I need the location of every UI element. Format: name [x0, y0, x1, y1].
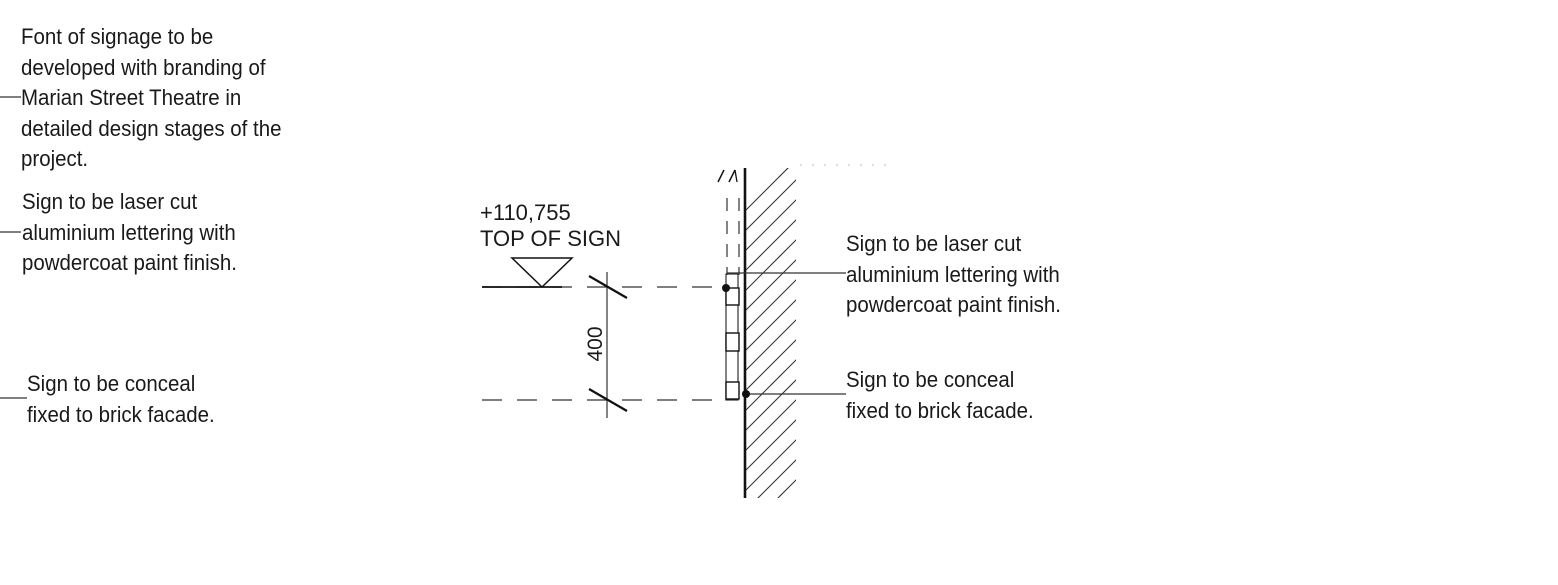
- note-line: Sign to be conceal: [846, 367, 1015, 392]
- note-line: Sign to be laser cut: [22, 189, 198, 214]
- level-elevation: +110,755: [480, 200, 571, 225]
- note-line: Font of signage to be: [21, 24, 214, 49]
- note-line: fixed to brick facade.: [27, 401, 215, 427]
- note-line: powdercoat paint finish.: [22, 250, 237, 275]
- note-line: Marian Street Theatre in: [21, 85, 242, 110]
- note-line: detailed design stages of the: [21, 115, 282, 141]
- level-triangle: [510, 257, 574, 289]
- note-laser-cut-right: Sign to be laser cut aluminium lettering…: [846, 229, 1061, 321]
- dimension-tick: [588, 388, 628, 412]
- note-line: project.: [21, 146, 89, 171]
- dimension-value: 400: [584, 326, 607, 362]
- leader-dot: [722, 284, 730, 292]
- leader-dot: [742, 390, 750, 398]
- break-mark: [717, 169, 725, 183]
- note-line: Sign to be conceal: [27, 371, 196, 396]
- note-line: aluminium lettering with: [846, 261, 1060, 287]
- note-line: Sign to be laser cut: [846, 231, 1022, 256]
- note-conceal-fixed-left: Sign to be conceal fixed to brick facade…: [27, 369, 215, 430]
- sign-fixing: [725, 381, 740, 400]
- dimension-tick: [588, 275, 628, 299]
- brick-wall-hatch: [746, 168, 796, 498]
- note-conceal-fixed-right: Sign to be conceal fixed to brick facade…: [846, 365, 1034, 426]
- note-laser-cut-left: Sign to be laser cut aluminium lettering…: [22, 187, 237, 279]
- note-line: fixed to brick facade.: [846, 397, 1034, 423]
- sign-fixing: [725, 332, 740, 352]
- note-line: aluminium lettering with: [22, 219, 236, 245]
- note-line: developed with branding of: [21, 54, 266, 80]
- note-line: powdercoat paint finish.: [846, 292, 1061, 317]
- level-label: TOP OF SIGN: [480, 226, 621, 251]
- note-font-branding: Font of signage to be developed with bra…: [21, 22, 281, 175]
- sign-fixing: [725, 287, 740, 306]
- break-mark: [728, 169, 736, 183]
